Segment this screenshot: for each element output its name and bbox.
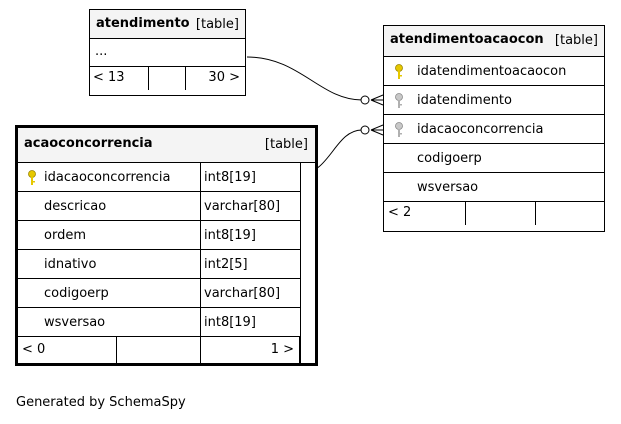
table-header: acaoconcorrencia [table] (18, 128, 315, 163)
column-name: idatendimentoacaocon (417, 64, 567, 79)
column-row: wsversao int8[19] (18, 308, 300, 337)
table-atendimento[interactable]: atendimento [table] ... < 13 30 > (89, 9, 246, 96)
column-type: int8[19] (204, 228, 256, 243)
foreign-key-icon (395, 122, 403, 137)
table-acaoconcorrencia[interactable]: acaoconcorrencia [table] idacaoconcorren… (15, 125, 318, 366)
link-atendimento-to-atendimentoacaocon (246, 56, 363, 101)
table-kind: [table] (554, 33, 598, 48)
link-zero-marker-2 (360, 125, 370, 135)
column-name: idnativo (44, 257, 97, 272)
column-type: varchar[80] (204, 199, 281, 214)
footer-children-count: < 13 (93, 70, 125, 85)
link-zero-marker-1 (360, 95, 370, 105)
table-kind: [table] (264, 137, 308, 152)
column-name: codigoerp (44, 286, 109, 301)
link-crowfoot-2 (370, 124, 384, 136)
column-type: int8[19] (204, 170, 256, 185)
type-divider (200, 163, 201, 363)
footer-children-count: < 2 (388, 205, 412, 220)
table-header: atendimentoacaocon [table] (384, 26, 604, 57)
column-row: idatendimento (384, 86, 604, 115)
column-row: ordem int8[19] (18, 221, 300, 250)
primary-key-icon (395, 64, 403, 79)
column-name: descricao (44, 199, 107, 214)
column-row: descricao varchar[80] (18, 192, 300, 221)
right-gutter-divider (300, 163, 301, 363)
table-atendimentoacaocon[interactable]: atendimentoacaocon [table] idatendimento… (383, 25, 605, 232)
column-row: idnativo int2[5] (18, 250, 300, 279)
footer-empty-cell (117, 337, 201, 363)
column-name: wsversao (417, 180, 479, 195)
columns-block: idacaoconcorrencia int8[19] descricao va… (18, 163, 300, 363)
column-row: codigoerp (384, 144, 604, 173)
column-row: idacaoconcorrencia (384, 115, 604, 144)
collapsed-columns: ... (90, 39, 245, 67)
table-name: acaoconcorrencia (24, 136, 153, 151)
foreign-key-icon (395, 93, 403, 108)
column-type: varchar[80] (204, 286, 281, 301)
column-name: idacaoconcorrencia (44, 170, 171, 185)
column-row: wsversao (384, 173, 604, 202)
table-name: atendimentoacaocon (390, 32, 544, 47)
footer-children-cell: < 2 (384, 202, 466, 225)
table-footer: < 0 1 > (18, 337, 300, 363)
table-name: atendimento (96, 16, 190, 31)
footer-children-count: < 0 (22, 342, 46, 357)
column-type: int2[5] (204, 257, 248, 272)
column-row: codigoerp varchar[80] (18, 279, 300, 308)
footer-parents-count: 1 > (270, 342, 294, 357)
column-row: idacaoconcorrencia int8[19] (18, 163, 300, 192)
footer-parents-count: 30 > (208, 70, 240, 85)
footer-parents-cell: 30 > (186, 67, 245, 90)
ellipsis: ... (95, 44, 108, 59)
column-row: idatendimentoacaocon (384, 57, 604, 86)
footer-empty-cell (149, 67, 186, 90)
footer-parents-cell: 1 > (201, 337, 300, 363)
footer-children-cell: < 13 (90, 67, 149, 90)
footer-children-cell: < 0 (18, 337, 117, 363)
column-name: idacaoconcorrencia (417, 122, 544, 137)
link-crowfoot-1 (370, 94, 384, 106)
column-name: idatendimento (417, 93, 512, 108)
table-footer: < 13 30 > (90, 67, 245, 90)
table-footer: < 2 (384, 202, 604, 225)
column-name: ordem (44, 228, 86, 243)
column-name: wsversao (44, 315, 106, 330)
column-type: int8[19] (204, 315, 256, 330)
generated-by-caption: Generated by SchemaSpy (16, 395, 186, 410)
column-name: codigoerp (417, 151, 482, 166)
footer-parents-cell (536, 202, 604, 225)
primary-key-icon (28, 170, 36, 185)
footer-empty-cell (466, 202, 536, 225)
table-kind: [table] (195, 17, 239, 32)
table-header: atendimento [table] (90, 10, 245, 39)
